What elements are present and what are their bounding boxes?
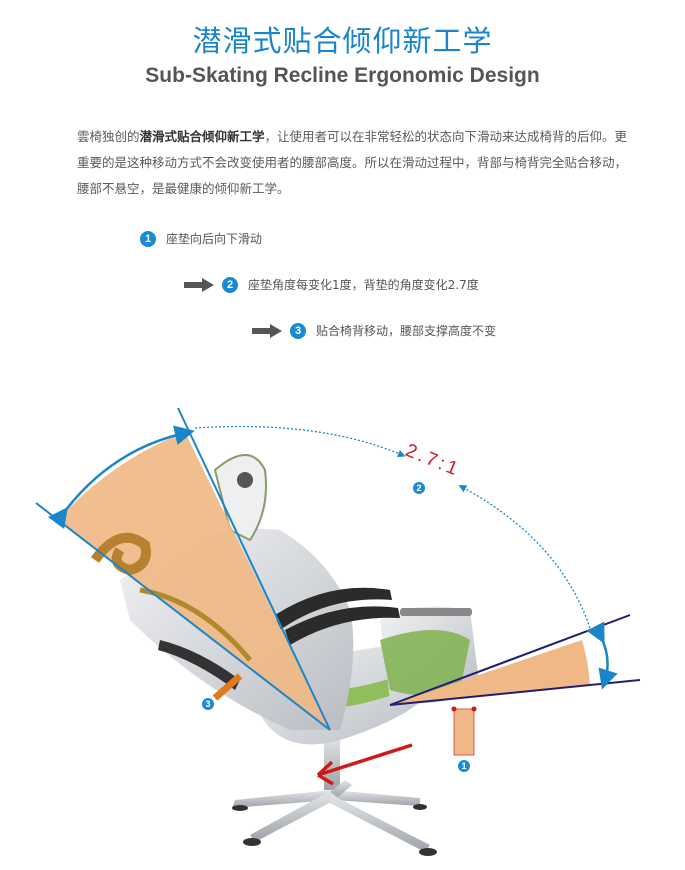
seat-slide-indicator (453, 708, 475, 756)
marker-badge-1: 1 (458, 760, 470, 772)
marker-badge-3: 3 (202, 698, 214, 710)
chair-base (232, 735, 437, 856)
step-text: 座垫角度每变化1度，背垫的角度变化2.7度 (248, 278, 479, 292)
page-title-chinese: 潜滑式贴合倾仰新工学 (192, 24, 493, 58)
slide-point-icon (471, 706, 477, 712)
backrest-angle-arc-arrow (48, 425, 195, 529)
right-arrow-icon (184, 277, 214, 292)
lumbar-support-arrow (212, 673, 243, 701)
intro-highlight: 潜滑式贴合倾仰新工学 (139, 129, 265, 144)
intro-paragraph: 雲椅独创的潜滑式贴合倾仰新工学，让使用者可以在非常轻松的状态向下滑动来达成椅背的… (77, 124, 637, 202)
ratio-dotted-arc-right (458, 485, 591, 629)
slide-point-icon (451, 706, 457, 712)
backrest-angle-line-upright (177, 407, 331, 731)
step-number-badge: 1 (140, 230, 156, 247)
step-text: 贴合椅背移动，腰部支撑高度不变 (316, 324, 497, 338)
intro-rest: ，让使用者可以在非常轻松的状态向下滑动来达成椅背的后仰。更重要的是这种移动方式不… (77, 129, 628, 196)
step-number-badge: 3 (290, 322, 306, 339)
step-number-badge: 2 (222, 276, 238, 293)
intro-prefix: 雲椅独创的 (77, 129, 140, 144)
seat-angle-wedge (390, 640, 590, 705)
step-text: 座垫向后向下滑动 (166, 232, 263, 246)
recline-diagram (35, 407, 641, 856)
right-arrow-icon (252, 323, 282, 338)
backrest-headrest-outline (90, 532, 151, 576)
seat-movement-arrow (316, 743, 413, 786)
marker-badge-2: 2 (413, 482, 425, 494)
ratio-dotted-arc-left (194, 425, 406, 458)
seat-angle-double-arrow (586, 621, 618, 690)
step-1: 1 座垫向后向下滑动 (140, 230, 262, 247)
backrest-angle-line-reclined (35, 502, 331, 731)
step-2: 2 座垫角度每变化1度，背垫的角度变化2.7度 (184, 276, 479, 293)
step-3: 3 贴合椅背移动，腰部支撑高度不变 (252, 322, 496, 339)
page-title-english: Sub-Skating Recline Ergonomic Design (145, 64, 540, 87)
